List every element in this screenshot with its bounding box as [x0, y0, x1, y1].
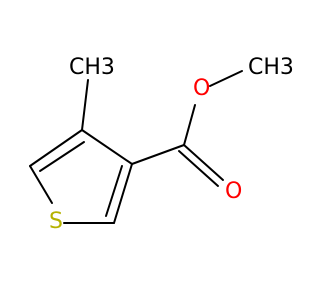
bond-c2-c3-inner: [39, 141, 85, 172]
bond-carbonyl-double-2: [178, 150, 219, 187]
carbonyl-oxygen-label: O: [225, 179, 242, 204]
bond-carbonyl-c-o-ester: [183, 104, 196, 146]
ester-oxygen-label: O: [193, 76, 210, 101]
bond-s-c2: [29, 165, 53, 204]
bond-c3-methyl: [81, 79, 89, 131]
bond-c4-c5-inner: [105, 165, 123, 217]
ring-methyl-label: CH3: [69, 55, 115, 80]
bonds: [29, 70, 243, 224]
bond-o-ester-methyl: [209, 70, 243, 87]
bond-c3-c4: [81, 129, 133, 165]
bond-c4-carbonyl-c: [131, 144, 185, 165]
atom-labels: CH3 O CH3 O S: [49, 55, 294, 234]
ester-methyl-label: CH3: [248, 55, 294, 80]
bond-c2-c3: [29, 129, 83, 167]
bond-carbonyl-double-1: [183, 144, 224, 181]
sulfur-label: S: [49, 209, 63, 234]
bond-c4-c5: [113, 163, 133, 224]
structure-canvas: CH3 O CH3 O S: [29, 55, 294, 234]
